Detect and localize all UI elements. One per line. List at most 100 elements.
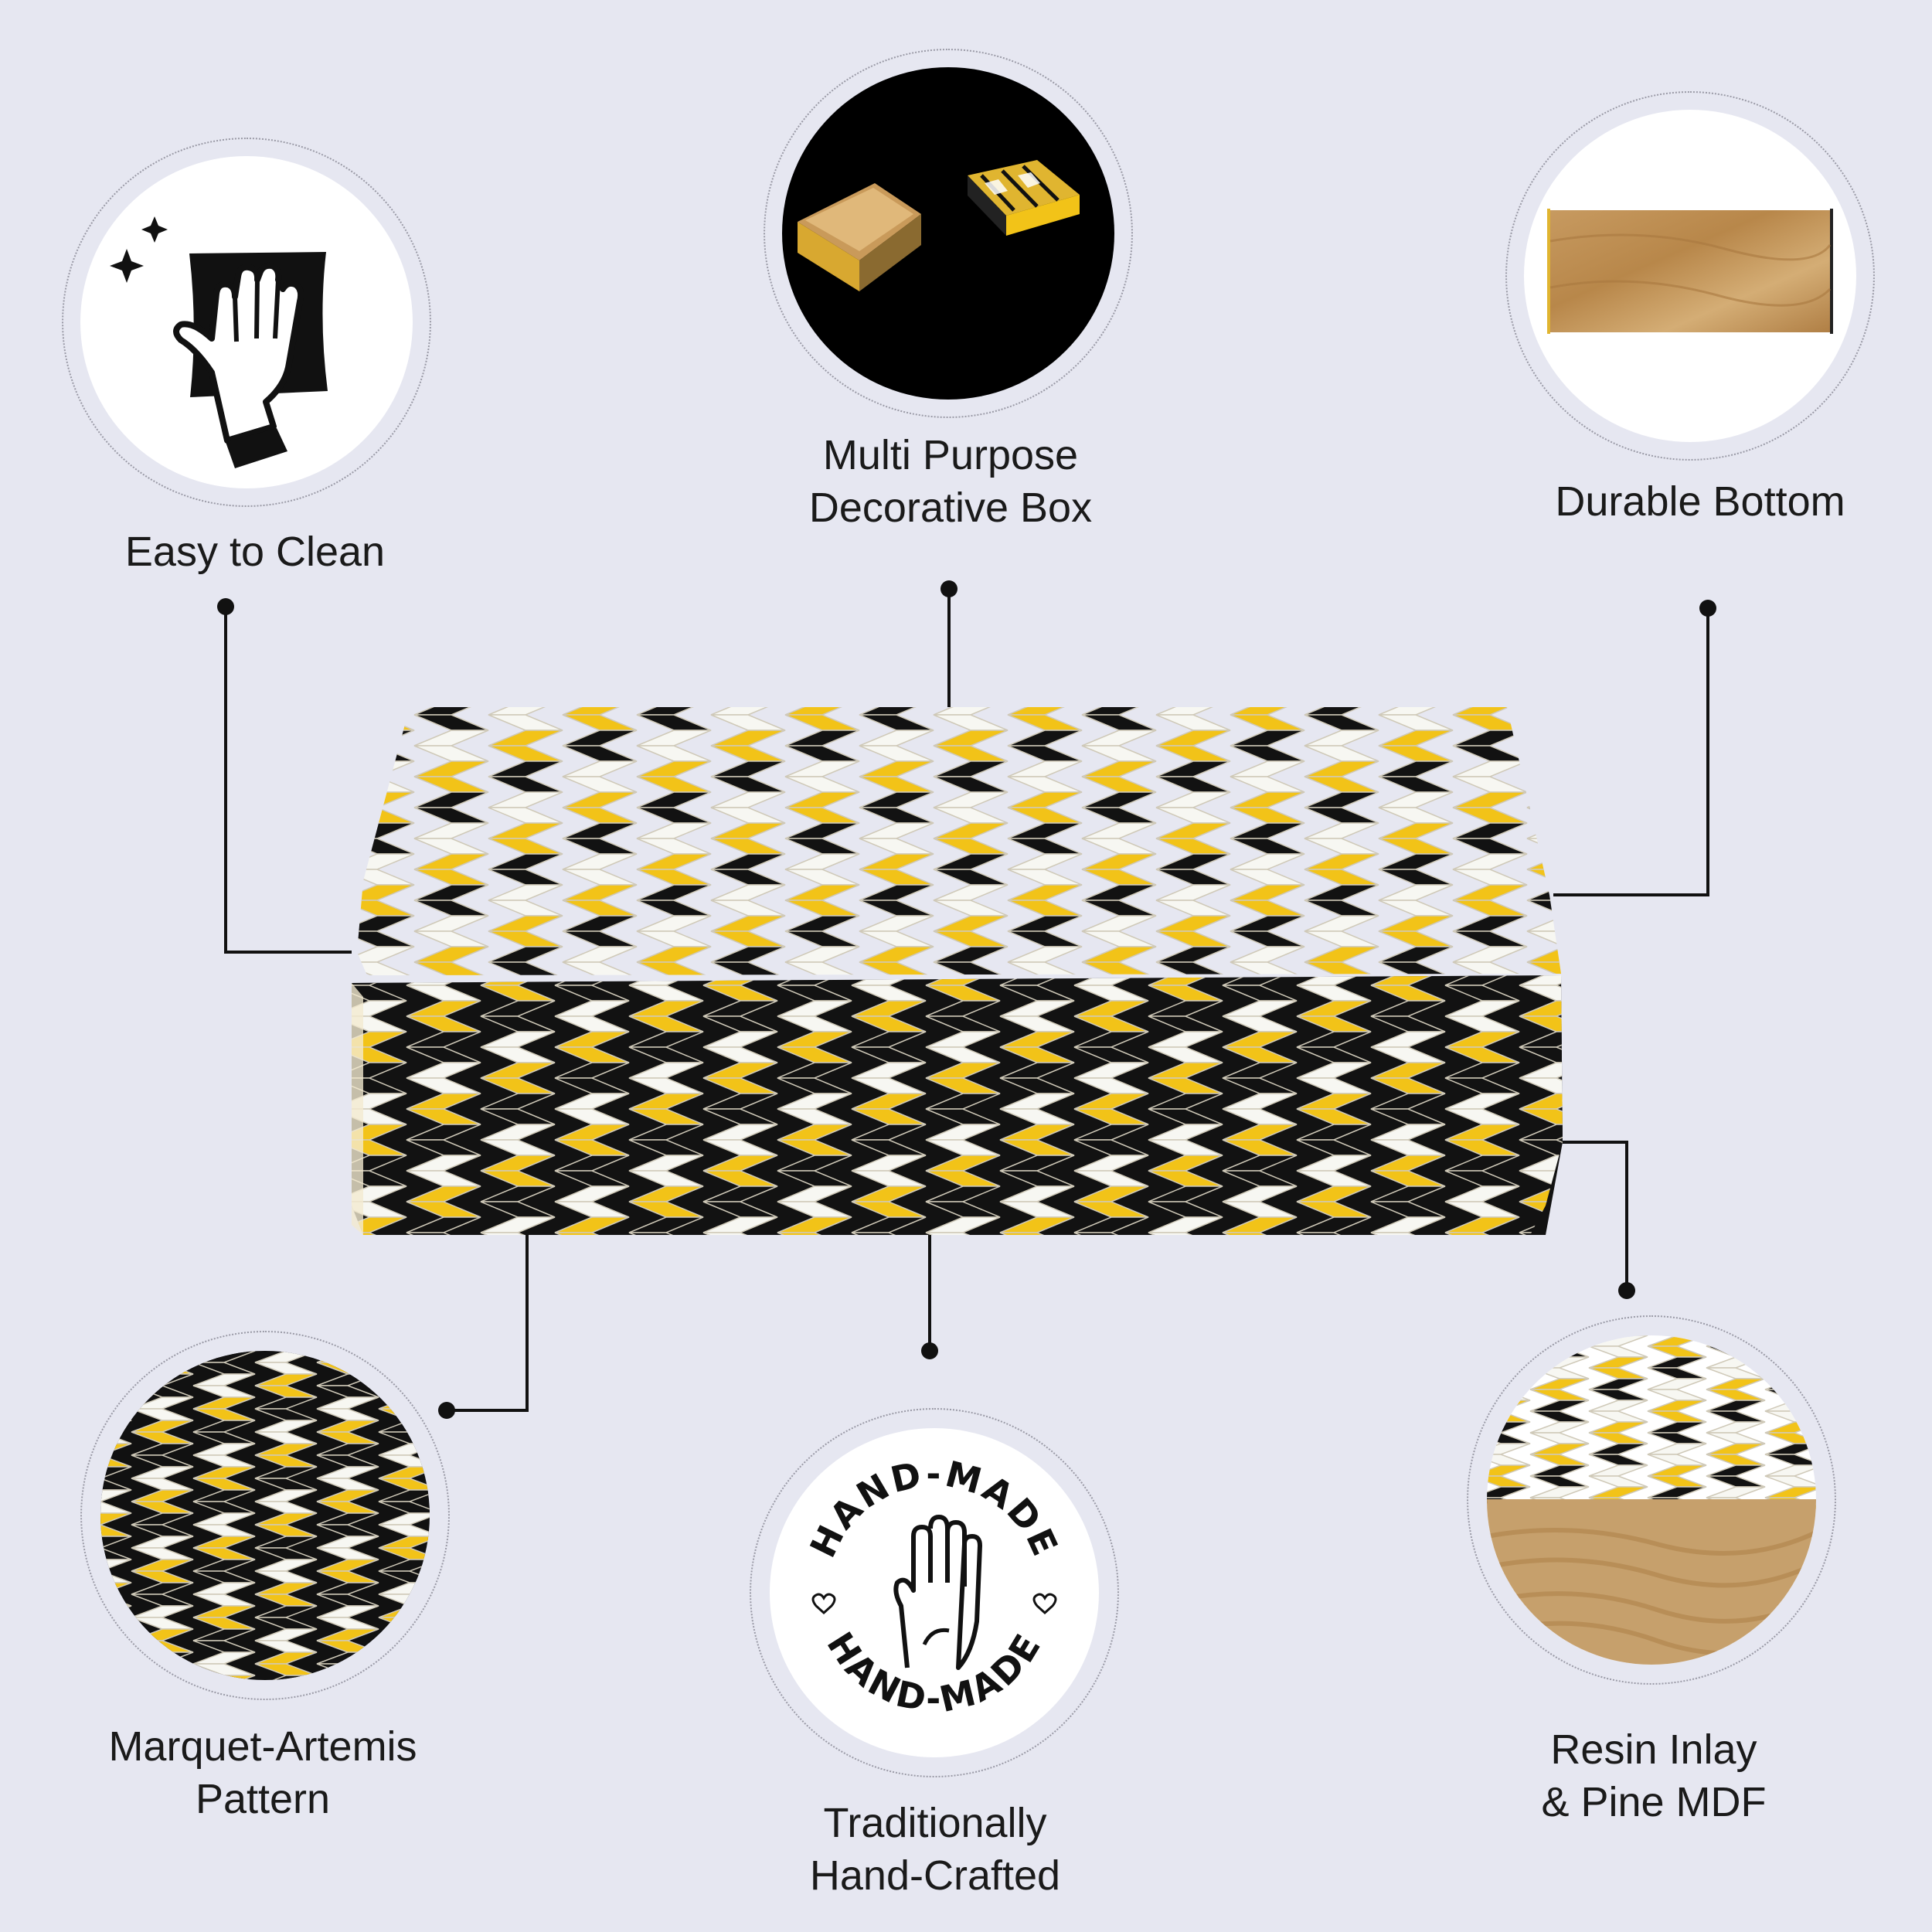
chevron-tile <box>1452 915 1528 932</box>
chevron-tile <box>378 1536 430 1549</box>
chevron-tile <box>406 1232 481 1235</box>
chevron-tile <box>1081 884 1157 901</box>
chevron-tile <box>1007 961 1083 975</box>
chevron-tile <box>562 915 638 932</box>
chevron-tile <box>1588 1356 1648 1369</box>
chevron-tile <box>562 745 638 762</box>
chevron-tile <box>636 838 712 855</box>
chevron-tile <box>316 1478 379 1491</box>
chevron-tile <box>413 930 489 947</box>
chevron-tile <box>1594 970 1668 985</box>
chevron-tile <box>1081 791 1157 808</box>
chevron-tile <box>710 760 786 777</box>
chevron-tile <box>1304 807 1379 824</box>
chevron-tile <box>1304 838 1379 855</box>
chevron-tile <box>192 1478 256 1491</box>
chevron-tile <box>777 1232 852 1235</box>
chevron-tile <box>1588 1400 1648 1412</box>
chevron-tile <box>933 900 1009 917</box>
heart-icon <box>811 1593 836 1615</box>
chevron-tile <box>1487 1454 1531 1466</box>
wood-bottom-photo <box>1547 209 1833 334</box>
chevron-tile <box>1378 900 1454 917</box>
chevron-tile <box>413 807 489 824</box>
chevron-tile <box>413 961 489 975</box>
chevron-tile <box>1007 714 1083 731</box>
chevron-tile <box>851 1232 927 1235</box>
chevron-tile <box>488 745 563 762</box>
chevron-tile <box>859 745 934 762</box>
chevron-tile <box>1594 1217 1668 1233</box>
chevron-tile <box>1378 760 1454 777</box>
chevron-tile <box>1007 745 1083 762</box>
chevron-tile <box>1594 1001 1668 1016</box>
chevron-tile <box>316 1431 379 1444</box>
chevron-tile <box>131 1489 194 1502</box>
chevron-tile <box>1764 1454 1816 1466</box>
chevron-tile <box>1529 1475 1590 1488</box>
chevron-tile <box>933 745 1009 762</box>
chevron-tile <box>1706 1464 1766 1477</box>
chevron-tile <box>357 730 415 747</box>
chevron-tile <box>1647 1400 1707 1412</box>
chevron-tile <box>562 946 638 963</box>
chevron-tile <box>192 1385 256 1398</box>
chevron-tile <box>1378 807 1454 824</box>
chevron-tile <box>1526 853 1561 870</box>
chevron-tile <box>1081 869 1157 886</box>
chevron-tile <box>1155 869 1231 886</box>
chevron-tile <box>1529 1432 1590 1444</box>
chevron-tile <box>1647 1345 1707 1358</box>
chevron-tile <box>702 1232 778 1235</box>
chevron-tile <box>1594 1171 1668 1186</box>
chevron-tile <box>1007 853 1083 870</box>
chevron-tile <box>131 1582 194 1595</box>
chevron-tile <box>192 1640 256 1653</box>
chevron-tile <box>710 900 786 917</box>
chevron-tile <box>1230 946 1305 963</box>
chevron-tile <box>254 1582 318 1595</box>
chevron-tile <box>562 853 638 870</box>
chevron-tile <box>636 900 712 917</box>
chevron-tile <box>192 1373 256 1386</box>
chevron-tile <box>1304 915 1379 932</box>
chevron-tile <box>1378 745 1454 762</box>
chevron-tile <box>413 776 489 793</box>
chevron-tile <box>254 1443 318 1456</box>
feature-label-line: Multi Purpose <box>822 432 1079 478</box>
chevron-tile <box>1304 822 1379 839</box>
chevron-tile <box>859 730 934 747</box>
chevron-tile <box>562 869 638 886</box>
chevron-tile <box>1007 869 1083 886</box>
chevron-tile <box>413 707 489 716</box>
chevron-pattern-closeup <box>100 1351 430 1680</box>
chevron-tile <box>1706 1378 1766 1390</box>
chevron-tile <box>131 1512 194 1526</box>
chevron-tile <box>1155 946 1231 963</box>
chevron-tile <box>488 807 563 824</box>
chevron-tile <box>1706 1486 1766 1498</box>
open-box-photo <box>798 160 1080 291</box>
chevron-tile <box>1304 776 1379 793</box>
chevron-tile <box>131 1408 194 1421</box>
chevron-tile <box>1526 961 1561 975</box>
chevron-tile <box>1706 1454 1766 1466</box>
chevron-tile <box>316 1605 379 1618</box>
chevron-tile <box>859 822 934 839</box>
chevron-tile <box>192 1408 256 1421</box>
chevron-tile <box>1007 930 1083 947</box>
chevron-tile <box>488 930 563 947</box>
chevron-tile <box>1155 900 1231 917</box>
chevron-tile <box>413 853 489 870</box>
chevron-tile <box>1230 791 1305 808</box>
chevron-tile <box>192 1454 256 1468</box>
feature-label-line: Durable Bottom <box>1555 478 1845 525</box>
chevron-tile <box>1594 1124 1668 1140</box>
chevron-tile <box>1444 1232 1520 1235</box>
chevron-tile <box>710 822 786 839</box>
chevron-tile <box>1007 707 1083 716</box>
chevron-tile <box>1081 730 1157 747</box>
chevron-tile <box>1304 730 1379 747</box>
chevron-tile <box>316 1570 379 1583</box>
chevron-tile <box>1155 838 1231 855</box>
